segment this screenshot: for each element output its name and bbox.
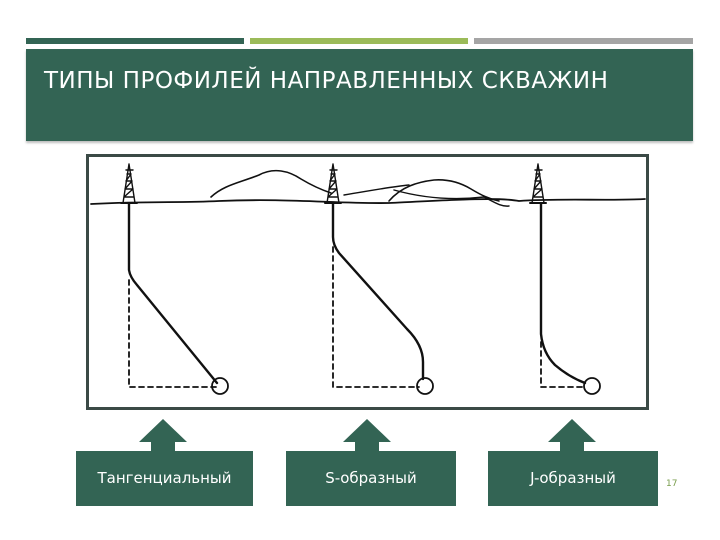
derrick-icon: [529, 163, 547, 204]
well-profiles-diagram: [86, 154, 649, 410]
page-number: 17: [666, 479, 678, 489]
target-circle: [583, 377, 601, 395]
hill-3: [393, 189, 510, 207]
derrick-icon: [324, 163, 342, 204]
accent-bar-lime: [250, 38, 468, 44]
title-band: ТИПЫ ПРОФИЛЕЙ НАПРАВЛЕННЫХ СКВАЖИН: [26, 49, 693, 141]
slide-title: ТИПЫ ПРОФИЛЕЙ НАПРАВЛЕННЫХ СКВАЖИН: [44, 68, 609, 94]
derrick-icon: [120, 163, 138, 204]
profile-label-j-shaped: J-образный: [488, 451, 658, 506]
profile-label-tangential: Тангенциальный: [76, 451, 253, 506]
hill-3b: [343, 184, 410, 196]
j-shaped-profile: [539, 202, 601, 395]
profile-label-text: J-образный: [530, 469, 616, 487]
profile-label-text: S-образный: [325, 469, 417, 487]
ground-line: [90, 198, 646, 205]
s-shaped-profile: [331, 202, 434, 395]
profile-label-s-shaped: S-образный: [286, 451, 456, 506]
hill-1: [210, 169, 332, 198]
profile-label-text: Тангенциальный: [97, 469, 232, 487]
arrow-up-icon: [548, 419, 596, 452]
accent-bar-gray: [474, 38, 693, 44]
tangential-profile: [127, 202, 229, 395]
arrow-up-icon: [139, 419, 187, 452]
hill-2: [388, 179, 500, 202]
accent-bar-dark: [26, 38, 244, 44]
target-circle: [211, 377, 229, 395]
well-profiles-drawing: [90, 163, 646, 395]
target-circle: [416, 377, 434, 395]
arrow-up-icon: [343, 419, 391, 452]
